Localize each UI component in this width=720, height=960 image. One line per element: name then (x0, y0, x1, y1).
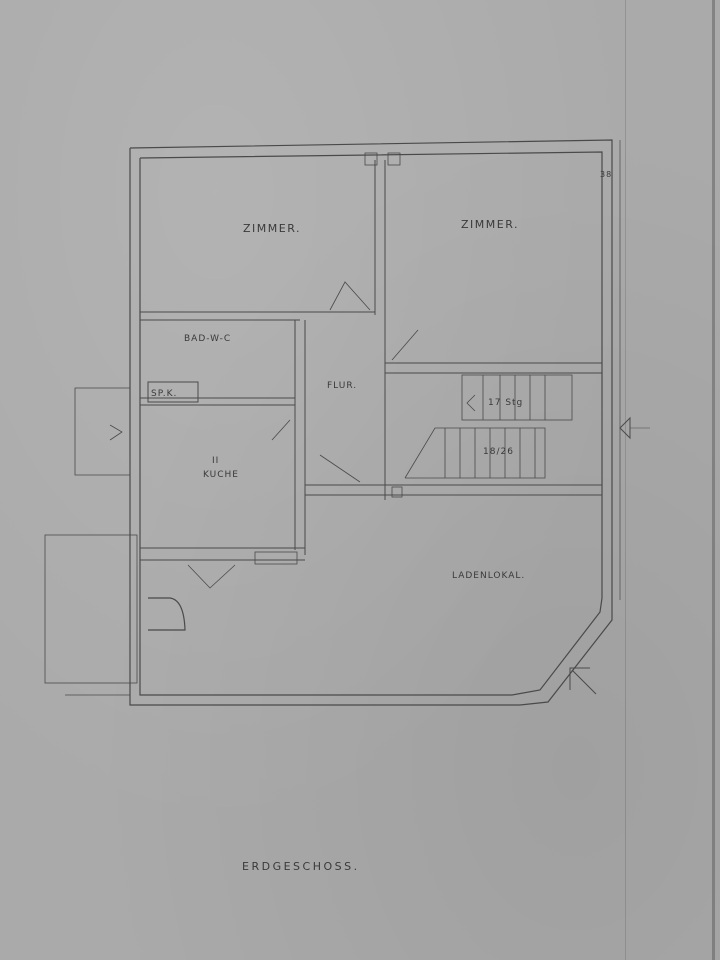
dimension-label: 38 (600, 170, 613, 179)
paper-fold-line (625, 0, 626, 960)
room-label-zimmer-right: ZIMMER. (461, 218, 519, 231)
stairs-annotation-lower: 18/26 (483, 447, 514, 457)
room-label-zimmer-left: ZIMMER. (243, 222, 301, 235)
room-label-bad-wc: BAD-W-C (184, 334, 232, 344)
stairs-annotation-upper: 17 Stg (488, 398, 524, 408)
drawing-title: ERDGESCHOSS. (242, 860, 360, 873)
outer-walls (129, 139, 621, 706)
left-annex (44, 387, 138, 696)
room-label-sp-k: SP.K. (151, 389, 178, 399)
entrance-arrow-right (619, 416, 631, 440)
interior-walls (140, 160, 602, 561)
staircase (404, 374, 573, 479)
room-label-ladenlokal: LADENLOKAL. (452, 571, 526, 581)
paper-edge (712, 0, 715, 960)
room-label-kuche: KUCHE (203, 470, 239, 480)
room-label-flur: FLUR. (327, 381, 358, 391)
stove-shape (148, 597, 186, 631)
door-swings (187, 281, 419, 589)
kuche-mark: II (212, 456, 220, 466)
entrance-arrow-shop (569, 667, 597, 695)
